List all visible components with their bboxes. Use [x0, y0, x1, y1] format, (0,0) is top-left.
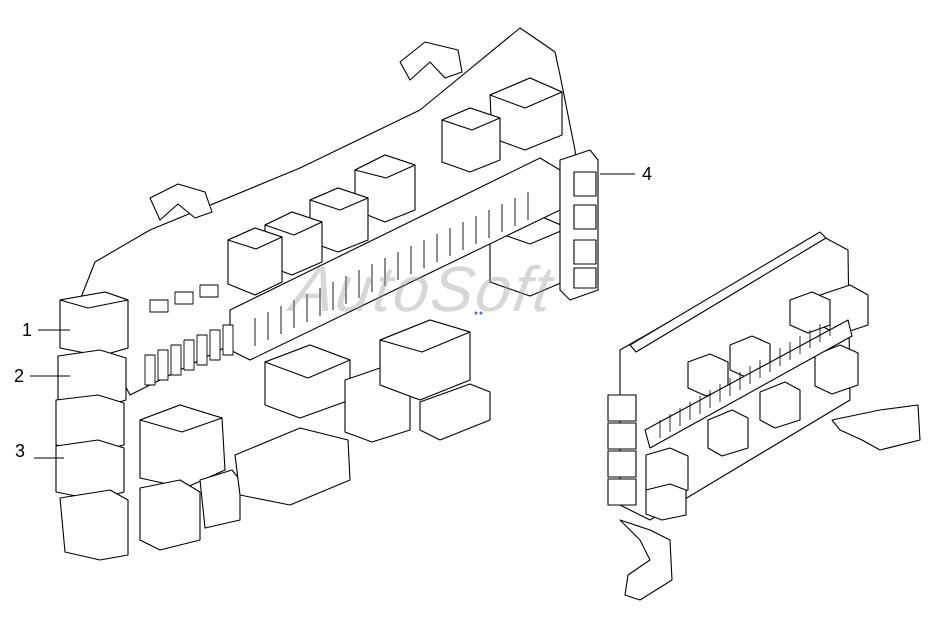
accent-mark [474, 311, 483, 315]
callout-leaders [30, 173, 635, 459]
callout-2: 2 [14, 366, 25, 386]
callout-3: 3 [15, 441, 26, 461]
callout-4: 4 [642, 164, 653, 184]
watermark-logo: AutoSoft [286, 253, 559, 325]
main-fuse-relay-box [55, 27, 599, 561]
small-fuse-relay-box [607, 231, 921, 601]
callout-1: 1 [22, 320, 33, 340]
